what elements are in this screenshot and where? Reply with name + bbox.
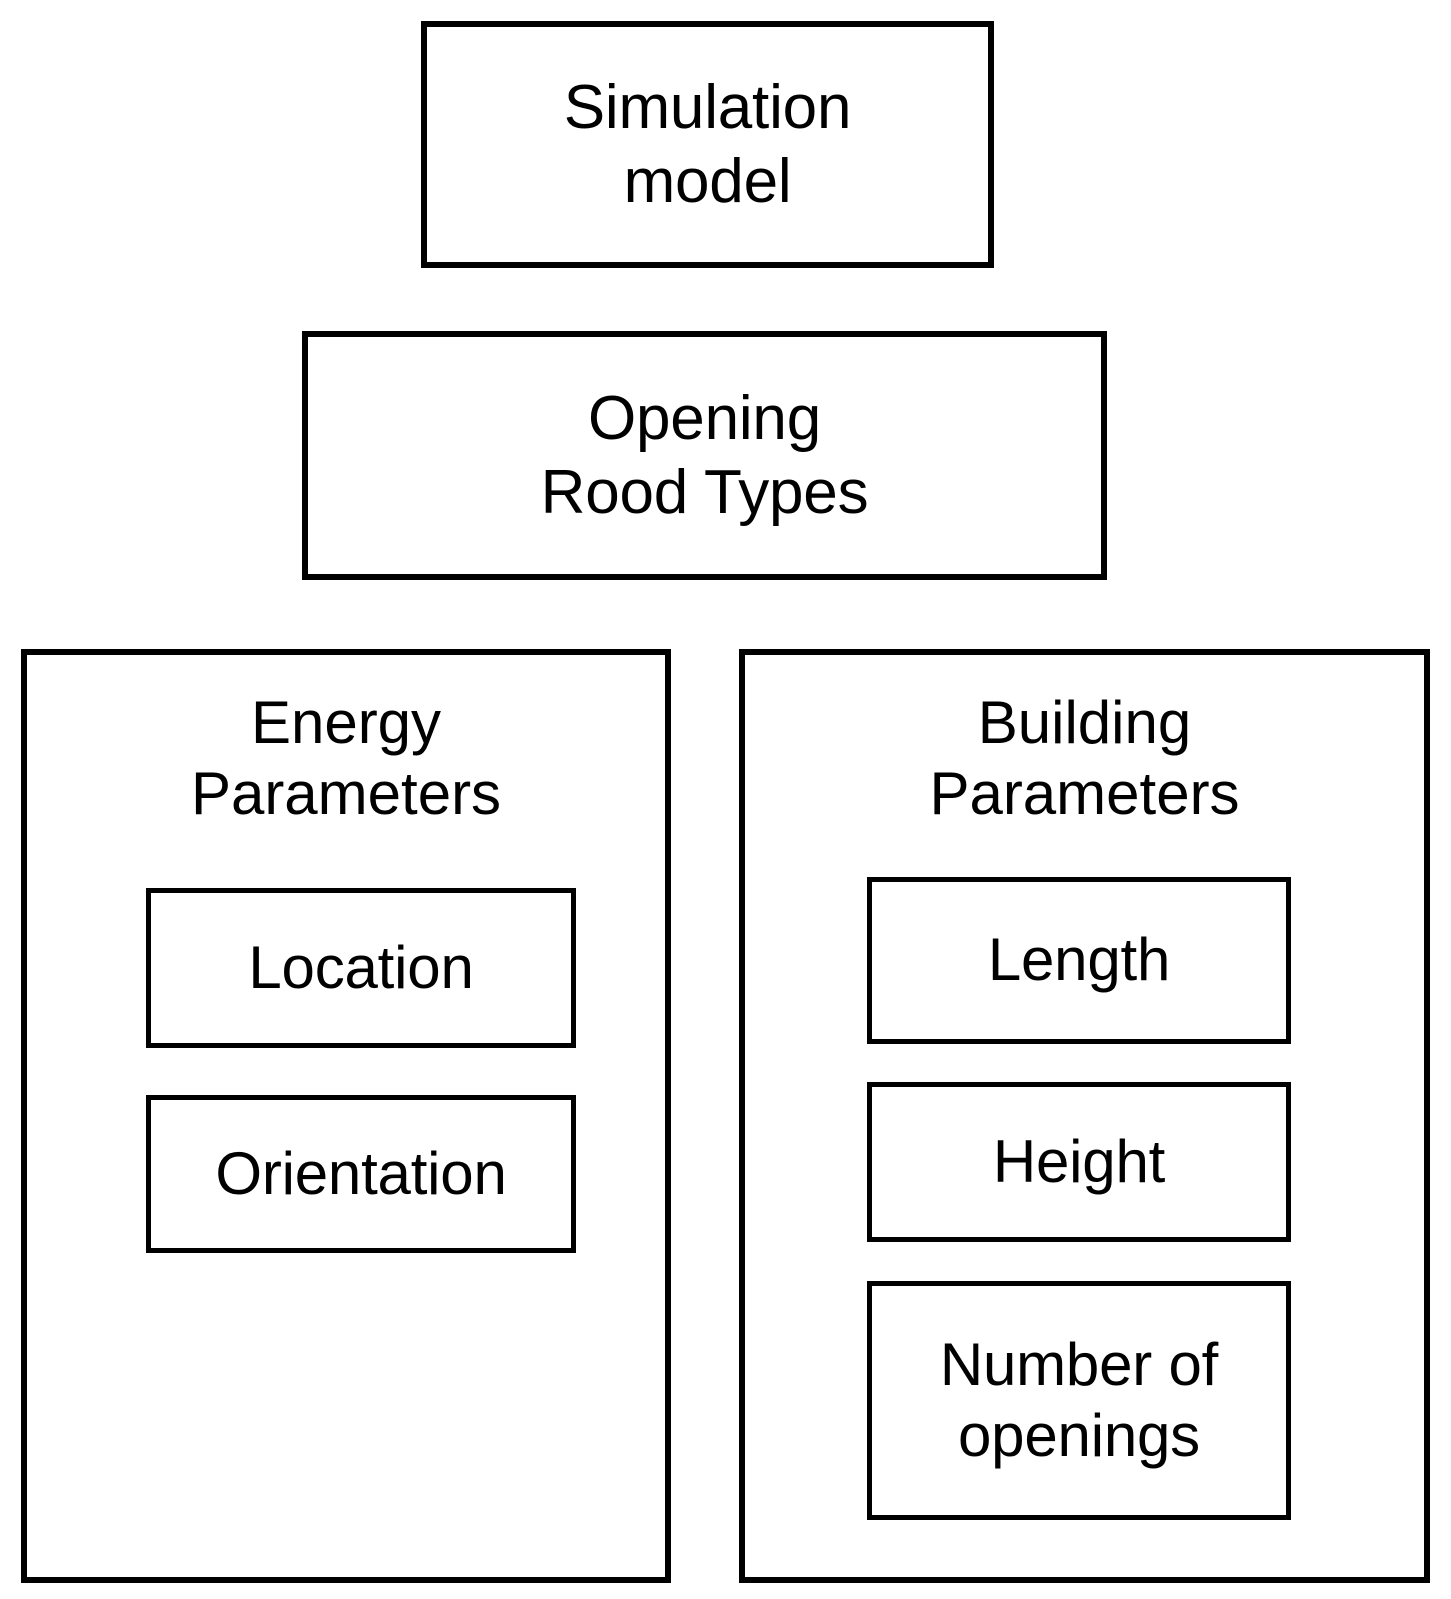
panel-energy-parameters-title: Energy Parameters: [190, 689, 502, 827]
node-length-label: Length: [987, 926, 1171, 994]
node-number-of-openings[interactable]: Number of openings: [867, 1281, 1291, 1520]
node-orientation[interactable]: Orientation: [146, 1095, 576, 1253]
node-simulation-model[interactable]: Simulation model: [421, 21, 994, 268]
node-height-label: Height: [992, 1127, 1166, 1195]
node-opening-roof-types[interactable]: Opening Rood Types: [302, 331, 1107, 580]
node-opening-roof-types-label: Opening Rood Types: [540, 384, 869, 527]
node-length[interactable]: Length: [867, 877, 1291, 1044]
node-number-of-openings-label: Number of openings: [939, 1330, 1219, 1469]
node-height[interactable]: Height: [867, 1082, 1291, 1242]
node-location-label: Location: [248, 933, 474, 1001]
node-location[interactable]: Location: [146, 888, 576, 1048]
panel-building-parameters-title: Building Parameters: [929, 689, 1240, 827]
node-simulation-model-label: Simulation model: [563, 73, 852, 216]
panel-energy-parameters[interactable]: Energy Parameters Location Orientation: [21, 649, 671, 1583]
node-orientation-label: Orientation: [215, 1139, 507, 1207]
panel-building-parameters[interactable]: Building Parameters Length Height Number…: [739, 649, 1430, 1583]
